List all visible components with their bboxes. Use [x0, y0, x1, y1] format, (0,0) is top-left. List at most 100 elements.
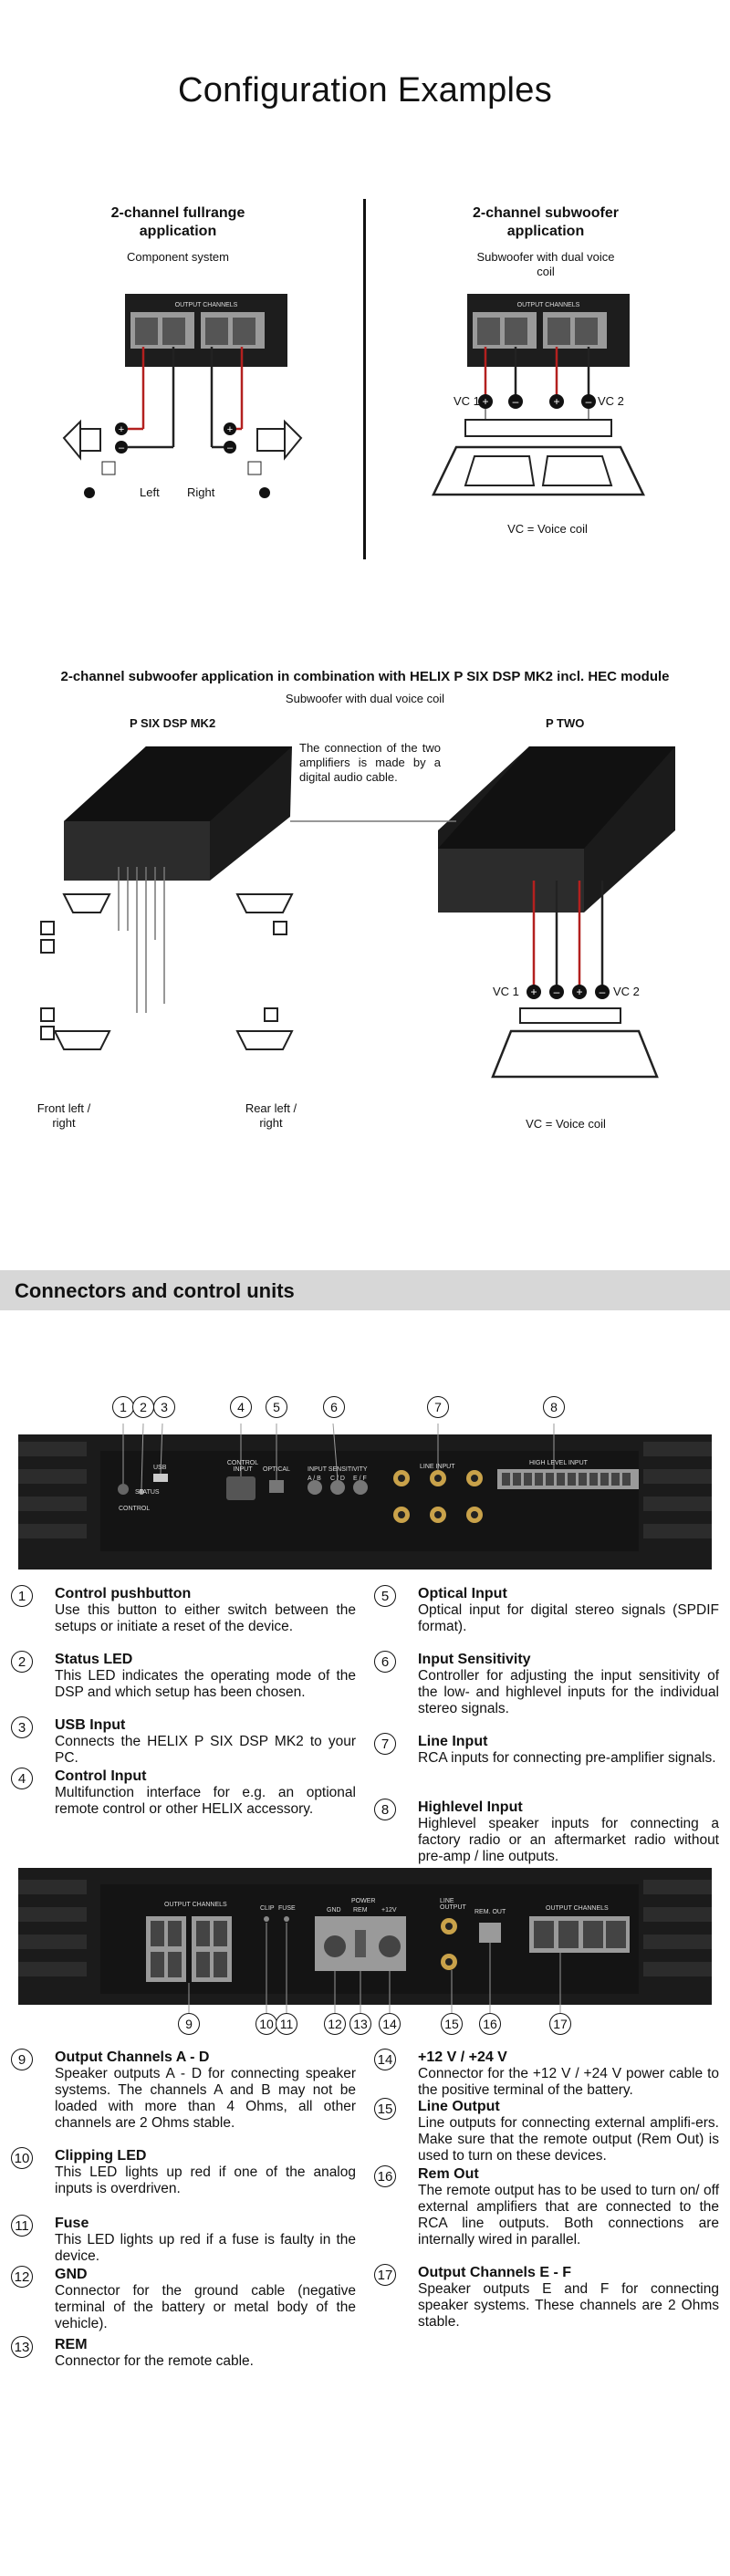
item-description: Connector for the +12 V / +24 V power ca…: [418, 2066, 719, 2098]
item-description: Controller for adjusting the input sensi…: [418, 1668, 719, 1716]
front-label: Front left / right: [36, 1101, 91, 1130]
cd-label: C / D: [330, 1476, 345, 1482]
section-bar: Connectors and control units: [0, 1270, 730, 1310]
item-number: 15: [374, 2098, 396, 2120]
v12-label: +12V: [381, 1907, 397, 1914]
item-number: 6: [374, 1651, 396, 1673]
item-title: Status LED: [55, 1652, 133, 1667]
item-title: REM: [55, 2337, 88, 2352]
line-input-label: LINE INPUT: [420, 1464, 455, 1470]
svg-text:OUTPUT CHANNELS: OUTPUT CHANNELS: [175, 302, 238, 308]
example3-subtitle: Subwoofer with dual voice coil: [285, 692, 445, 705]
item-title: Highlevel Input: [418, 1799, 523, 1815]
item-number: 2: [11, 1651, 33, 1673]
svg-text:OUTPUT CHANNELS: OUTPUT CHANNELS: [517, 302, 580, 308]
item-description: Connector for the remote cable.: [55, 2353, 254, 2369]
callout-12: 12: [324, 2013, 346, 2035]
item-number: 16: [374, 2165, 396, 2187]
page-title: Configuration Examples: [177, 71, 553, 110]
svg-text:–: –: [227, 443, 234, 454]
rem-out-label: REM. OUT: [474, 1909, 506, 1915]
control-input-label: CONTROL INPUT: [226, 1460, 259, 1473]
callout-4: 4: [230, 1396, 252, 1418]
svg-text:–: –: [513, 395, 519, 408]
item-description: Speaker outputs A - D for connecting spe…: [55, 2066, 356, 2131]
example1-subtitle: Component system: [127, 250, 229, 264]
ab-label: A / B: [308, 1476, 321, 1482]
callout-14: 14: [379, 2013, 401, 2035]
item-title: Output Channels A - D: [55, 2049, 210, 2065]
clip-label: CLIP: [260, 1905, 275, 1912]
item-title: Fuse: [55, 2216, 89, 2231]
item-number: 11: [11, 2215, 33, 2237]
item-title: Rem Out: [418, 2166, 479, 2182]
item-number: 3: [11, 1716, 33, 1738]
callout-1: 1: [112, 1396, 134, 1418]
callout-10: 10: [256, 2013, 277, 2035]
power-label: POWER: [351, 1898, 376, 1904]
item-title: Control Input: [55, 1768, 147, 1784]
item-number: 13: [11, 2336, 33, 2358]
input-sensitivity-label: INPUT SENSITIVITY: [308, 1466, 368, 1473]
example1-title: 2-channel fullrange application: [110, 205, 245, 239]
item-number: 7: [374, 1733, 396, 1755]
callout-13: 13: [349, 2013, 371, 2035]
item-title: Line Input: [418, 1734, 488, 1749]
svg-text:+: +: [227, 424, 233, 435]
item-title: Optical Input: [418, 1586, 507, 1601]
label-left: Left: [140, 485, 160, 499]
section-title: Connectors and control units: [15, 1279, 295, 1302]
right-device-label: P TWO: [546, 716, 585, 730]
svg-text:–: –: [554, 986, 560, 998]
item-description: Connects the HELIX P SIX DSP MK2 to your…: [55, 1734, 356, 1766]
item-title: +12 V / +24 V: [418, 2049, 507, 2065]
panel2-image: [18, 1868, 712, 2026]
fuse-label: FUSE: [278, 1905, 296, 1912]
callout-15: 15: [441, 2013, 463, 2035]
connection-note: The connection of the two amplifiers is …: [299, 741, 441, 784]
callout-16: 16: [479, 2013, 501, 2035]
callout-17: 17: [549, 2013, 571, 2035]
vc1-label: VC 1: [454, 394, 480, 408]
item-number: 8: [374, 1799, 396, 1820]
svg-text:+: +: [482, 395, 488, 408]
control-label: CONTROL: [119, 1506, 151, 1512]
item-number: 9: [11, 2049, 33, 2070]
item-description: Highlevel speaker inputs for connecting …: [418, 1816, 719, 1864]
left-device-label: P SIX DSP MK2: [130, 716, 216, 730]
callout-5: 5: [266, 1396, 287, 1418]
line-output-label: LINE OUTPUT: [440, 1898, 466, 1911]
svg-text:–: –: [586, 395, 592, 408]
item-title: Input Sensitivity: [418, 1652, 531, 1667]
item-title: Control pushbutton: [55, 1586, 192, 1601]
status-label: STATUS: [135, 1489, 160, 1496]
callout-3: 3: [153, 1396, 175, 1418]
gnd-label: GND: [327, 1907, 341, 1914]
item-number: 17: [374, 2264, 396, 2286]
item-number: 1: [11, 1585, 33, 1607]
vc-legend: VC = Voice coil: [507, 522, 588, 536]
item-description: Multifunction interface for e.g. an opti…: [55, 1785, 356, 1817]
label-right: Right: [187, 485, 215, 499]
item-description: This LED lights up red if a fuse is faul…: [55, 2232, 356, 2264]
optical-label: OPTICAL: [263, 1466, 290, 1473]
callout-8: 8: [543, 1396, 565, 1418]
item-description: RCA inputs for connecting pre-amplifier …: [418, 1750, 716, 1766]
item-title: Clipping LED: [55, 2148, 147, 2164]
fullrange-diagram: OUTPUT CHANNELS + – + –: [62, 294, 303, 498]
item-number: 10: [11, 2147, 33, 2169]
item-description: Connector for the ground cable (negative…: [55, 2283, 356, 2331]
panel1-image: [18, 1424, 712, 1570]
usb-port-label: USB: [153, 1465, 167, 1471]
vc2-label-3: VC 2: [613, 985, 640, 998]
output-channels-label: OUTPUT CHANNELS: [164, 1902, 227, 1908]
callout-2: 2: [132, 1396, 154, 1418]
example2-title: 2-channel subwoofer application: [472, 205, 620, 239]
output-channels-ef-label: OUTPUT CHANNELS: [546, 1905, 609, 1912]
callout-9: 9: [178, 2013, 200, 2035]
highlevel-input-label: HIGH LEVEL INPUT: [529, 1460, 588, 1466]
item-description: Line outputs for connecting external amp…: [418, 2115, 719, 2164]
svg-text:+: +: [553, 395, 559, 408]
